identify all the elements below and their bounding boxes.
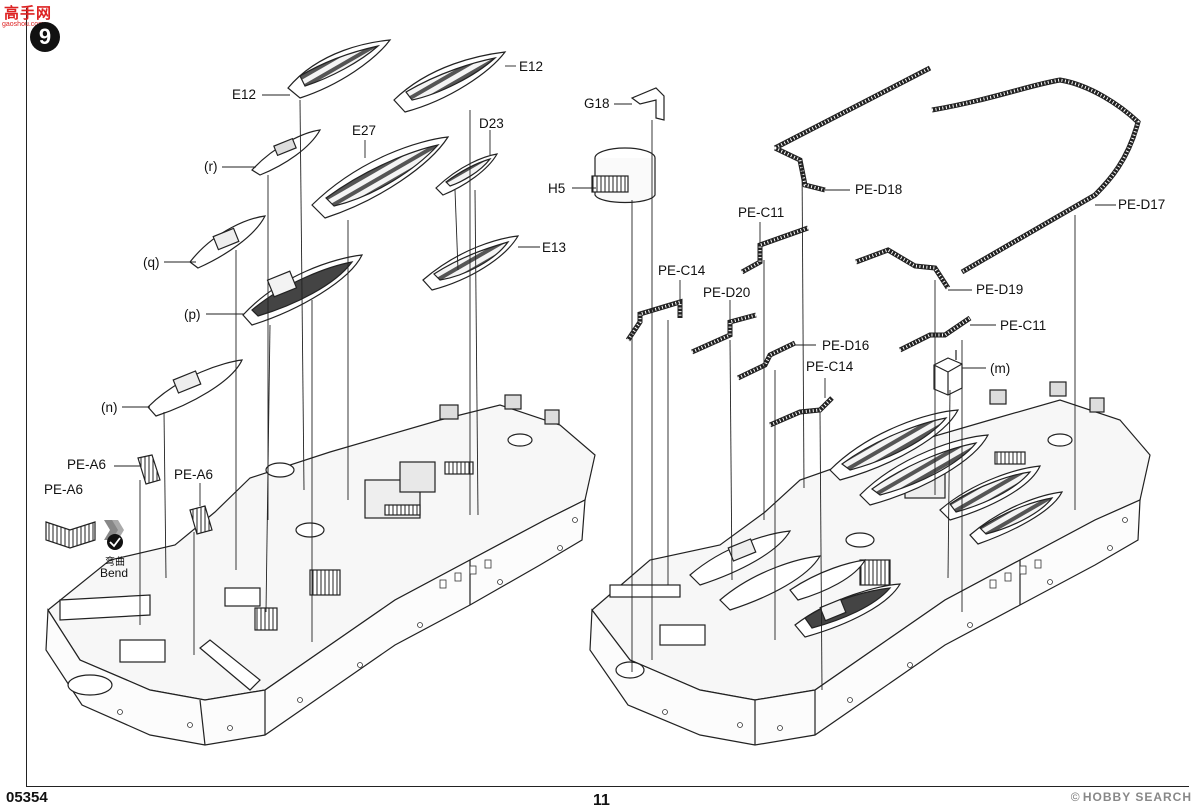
- pe-a6-part-c: [45, 521, 96, 549]
- railing-pe-d20: [690, 312, 757, 355]
- label-pe-a6-c: PE-A6: [44, 482, 84, 497]
- railing-pe-d18-inner: [774, 66, 931, 192]
- leader-lines: [114, 65, 1116, 506]
- right-installed-boats: [689, 409, 1064, 638]
- right-hull: [589, 381, 1151, 746]
- pe-a6-part-b: [189, 505, 213, 535]
- label-n: (n): [101, 400, 118, 415]
- label-h5: H5: [548, 181, 566, 196]
- site-logo: 高手网: [4, 5, 53, 22]
- label-e13: E13: [542, 240, 567, 255]
- railing-pe-d18: [773, 65, 932, 193]
- boat-e13: [422, 235, 520, 291]
- part-h5: [591, 147, 656, 204]
- label-pe-d18: PE-D18: [855, 182, 903, 197]
- boat-e12-left: [287, 39, 392, 99]
- watermark-logo: HOBBY SEARCH: [1082, 790, 1192, 804]
- railing-group: [625, 225, 972, 428]
- page-frame: [26, 8, 1189, 787]
- railing-pe-d16: [736, 340, 797, 381]
- page-number: 11: [593, 792, 610, 809]
- label-r: (r): [204, 159, 218, 174]
- watermark-copy: ©: [1070, 790, 1080, 804]
- watermark: © HOBBY SEARCH: [1071, 790, 1192, 804]
- railing-pe-d19: [855, 247, 951, 290]
- railing-pe-c11-a: [740, 225, 809, 275]
- label-pe-a6-b: PE-A6: [174, 467, 214, 482]
- label-q: (q): [143, 255, 160, 270]
- boat-n: [147, 359, 243, 417]
- railing-pe-c14-a: [625, 298, 683, 342]
- left-hull-portholes: [117, 517, 578, 731]
- label-pe-c11-b: PE-C11: [1000, 318, 1047, 333]
- label-g18: G18: [584, 96, 610, 111]
- label-e27: E27: [352, 123, 377, 138]
- label-m: (m): [990, 361, 1011, 376]
- step-number-badge: 9: [30, 22, 60, 52]
- label-e12-left: E12: [232, 87, 257, 102]
- bend-label-en: Bend: [100, 566, 129, 580]
- part-g18: [630, 87, 665, 121]
- right-hull-portholes: [662, 517, 1128, 731]
- pe-a6-part-a: [137, 454, 161, 485]
- railing-pe-d17-inner: [931, 78, 1140, 274]
- label-pe-d19: PE-D19: [976, 282, 1024, 297]
- bend-check-icon: [107, 534, 123, 550]
- placement-lines: [139, 99, 1076, 691]
- bend-label-zh: 弯曲: [105, 557, 125, 568]
- label-pe-a6-a: PE-A6: [67, 457, 107, 472]
- label-pe-d20: PE-D20: [703, 285, 751, 300]
- label-e12-right: E12: [519, 59, 544, 74]
- product-code: 05354: [6, 789, 48, 806]
- label-d23: D23: [479, 116, 504, 131]
- label-pe-c14-a: PE-C14: [658, 263, 706, 278]
- boat-e27: [311, 136, 450, 219]
- part-m: [933, 350, 963, 396]
- boat-e12-right: [393, 51, 507, 113]
- site-logo-url: gaoshou.com: [2, 21, 45, 28]
- railing-pe-c14-b: [769, 396, 834, 428]
- boat-d23: [435, 153, 499, 196]
- railing-pe-d17: [931, 77, 1141, 275]
- label-pe-d16: PE-D16: [822, 338, 870, 353]
- left-hull: [45, 394, 596, 746]
- right-hull-side: [589, 499, 1141, 746]
- label-pe-c14-b: PE-C14: [806, 359, 854, 374]
- label-pe-c11-a: PE-C11: [738, 205, 785, 220]
- label-p: (p): [184, 307, 201, 322]
- boat-q: [189, 215, 267, 269]
- label-pe-d17: PE-D17: [1118, 197, 1166, 212]
- boat-r: [251, 129, 322, 176]
- left-hull-side: [45, 498, 586, 746]
